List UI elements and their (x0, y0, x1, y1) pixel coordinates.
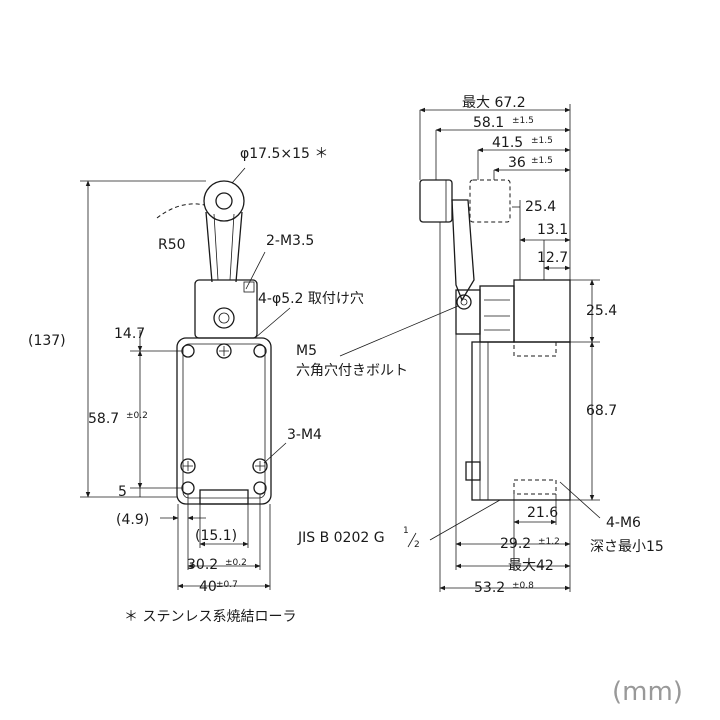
w40-label: 40 (199, 579, 217, 595)
max42-label: 最大42 (508, 558, 554, 574)
switch-body (176, 337, 272, 505)
side-lever (451, 199, 475, 302)
front-view: φ17.5×15 ＊ R50 2-M3.5 4-φ5.2 取付け穴 (137) … (28, 146, 364, 625)
d292-label: 29.2 (500, 536, 531, 552)
m5-label: M5 (296, 343, 317, 359)
conduit-fitting (465, 461, 481, 481)
jis-slash (407, 532, 417, 548)
d415-label: 41.5 (492, 135, 523, 151)
side-view: 最大 67.2 58.1 ±1.5 41.5 ±1.5 36 ±1.5 25.4… (296, 95, 664, 596)
m4-screw-top (216, 343, 232, 359)
jis-sub: 2 (414, 540, 420, 550)
d292-tol: ±1.2 (538, 537, 560, 547)
roller-hub (215, 192, 233, 210)
h587-tol: ±0.2 (126, 411, 148, 421)
hub-bolt (213, 307, 235, 329)
lever-arm-inner (213, 213, 235, 281)
holes-label: 4-φ5.2 取付け穴 (258, 291, 364, 307)
d532-label: 53.2 (474, 580, 505, 596)
conduit-opening (199, 489, 249, 505)
h147-label: 14.7 (114, 326, 145, 342)
w302-tol: ±0.2 (225, 558, 247, 568)
w302-label: 30.2 (187, 557, 218, 573)
side-body (471, 341, 571, 501)
d131-label: 13.1 (537, 222, 568, 238)
jis-label: JIS B 0202 G (297, 530, 385, 546)
footnote-label: ＊ ステンレス系焼結ローラ (124, 609, 296, 625)
d254a-label: 25.4 (525, 199, 556, 215)
d581-label: 58.1 (473, 115, 504, 131)
m35-label: 2-M3.5 (266, 233, 314, 249)
max672-label: 最大 67.2 (462, 95, 526, 111)
lever-arm (205, 211, 243, 283)
mount-hole-tr (253, 344, 267, 358)
r50-label: R50 (158, 237, 186, 253)
m6-label: 4-M6 (606, 515, 641, 531)
m4-screw-left (180, 458, 196, 474)
m5-desc-label: 六角穴付きボルト (296, 363, 408, 379)
side-head (479, 285, 515, 343)
r50-arc (156, 203, 206, 219)
h5-label: 5 (118, 484, 127, 500)
total-height-label: (137) (28, 333, 66, 349)
w49-label: (4.9) (116, 512, 149, 528)
m4-label: 3-M4 (287, 427, 322, 443)
w40-tol: ±0.7 (216, 580, 238, 590)
d415-tol: ±1.5 (531, 136, 553, 146)
w151-label: (15.1) (195, 528, 237, 544)
d687-label: 68.7 (586, 403, 617, 419)
jis-sup: 1 (403, 526, 409, 536)
d254b-label: 25.4 (586, 303, 617, 319)
d216-label: 21.6 (527, 505, 558, 521)
mount-hole-bl (181, 481, 195, 495)
m6-hole-top (513, 341, 557, 357)
lever-hub (194, 279, 258, 339)
m5-bolt (456, 294, 472, 310)
mount-hole-br (253, 481, 267, 495)
m6-hole-bottom (513, 479, 557, 495)
roller-dim-label: φ17.5×15 ＊ (240, 146, 328, 162)
d36-label: 36 (508, 155, 526, 171)
side-roller-alt (469, 179, 511, 223)
m6-depth-label: 深さ最小15 (590, 539, 664, 555)
d532-tol: ±0.8 (512, 581, 534, 591)
unit-label: (mm) (612, 677, 683, 707)
d581-tol: ±1.5 (512, 116, 534, 126)
side-head-box (513, 279, 571, 343)
mount-hole-tl (181, 344, 195, 358)
h587-label: 58.7 (88, 411, 119, 427)
roller-outline (203, 180, 245, 222)
side-roller (419, 179, 453, 223)
d127-label: 12.7 (537, 250, 568, 266)
d36-tol: ±1.5 (531, 156, 553, 166)
m4-screw-right (252, 458, 268, 474)
m35-screw (243, 281, 255, 293)
